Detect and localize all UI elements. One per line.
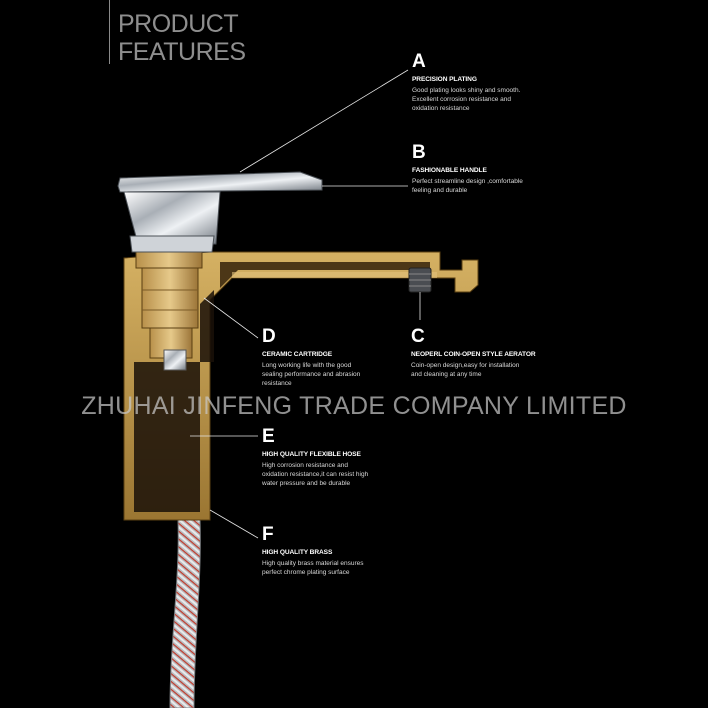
aerator bbox=[408, 267, 432, 293]
feature-c-letter: C bbox=[411, 326, 425, 347]
feature-b-description: Perfect streamline design ,comfortable f… bbox=[412, 178, 523, 194]
feature-f-description: High quality brass material ensures perf… bbox=[262, 560, 364, 576]
feature-c: C NEOPERL COIN-OPEN STYLE AERATOR Coin-o… bbox=[411, 327, 536, 379]
chrome-handle bbox=[117, 171, 323, 253]
company-watermark: ZHUHAI JINFENG TRADE COMPANY LIMITED bbox=[81, 392, 627, 420]
feature-f-name: HIGH QUALITY BRASS bbox=[262, 549, 333, 556]
feature-a: A PRECISION PLATING Good plating looks s… bbox=[412, 52, 520, 113]
page-title: PRODUCT FEATURES bbox=[118, 10, 246, 66]
feature-e: E HIGH QUALITY FLEXIBLE HOSE High corros… bbox=[262, 427, 368, 488]
feature-d-letter: D bbox=[262, 326, 276, 347]
feature-b: B FASHIONABLE HANDLE Perfect streamline … bbox=[412, 143, 523, 195]
feature-d: D CERAMIC CARTRIDGE Long working life wi… bbox=[262, 327, 360, 388]
feature-b-letter: B bbox=[412, 142, 426, 163]
callout-leaders bbox=[190, 69, 421, 539]
feature-a-description: Good plating looks shiny and smooth. Exc… bbox=[412, 87, 521, 112]
header-divider bbox=[109, 0, 110, 64]
feature-b-name: FASHIONABLE HANDLE bbox=[412, 167, 487, 174]
feature-f-letter: F bbox=[262, 524, 274, 545]
title-line-2: FEATURES bbox=[118, 38, 246, 66]
feature-d-name: CERAMIC CARTRIDGE bbox=[262, 351, 333, 358]
feature-e-description: High corrosion resistance and oxidation … bbox=[262, 462, 369, 487]
feature-e-name: HIGH QUALITY FLEXIBLE HOSE bbox=[262, 451, 361, 458]
feature-a-name: PRECISION PLATING bbox=[412, 76, 477, 83]
title-line-1: PRODUCT bbox=[118, 10, 239, 38]
feature-d-description: Long working life with the good sealing … bbox=[262, 362, 361, 387]
feature-c-description: Coin-open design,easy for installation a… bbox=[411, 362, 520, 378]
feature-e-letter: E bbox=[262, 426, 275, 447]
feature-c-name: NEOPERL COIN-OPEN STYLE AERATOR bbox=[411, 351, 536, 358]
feature-a-letter: A bbox=[412, 51, 426, 72]
feature-f: F HIGH QUALITY BRASS High quality brass … bbox=[262, 525, 364, 577]
